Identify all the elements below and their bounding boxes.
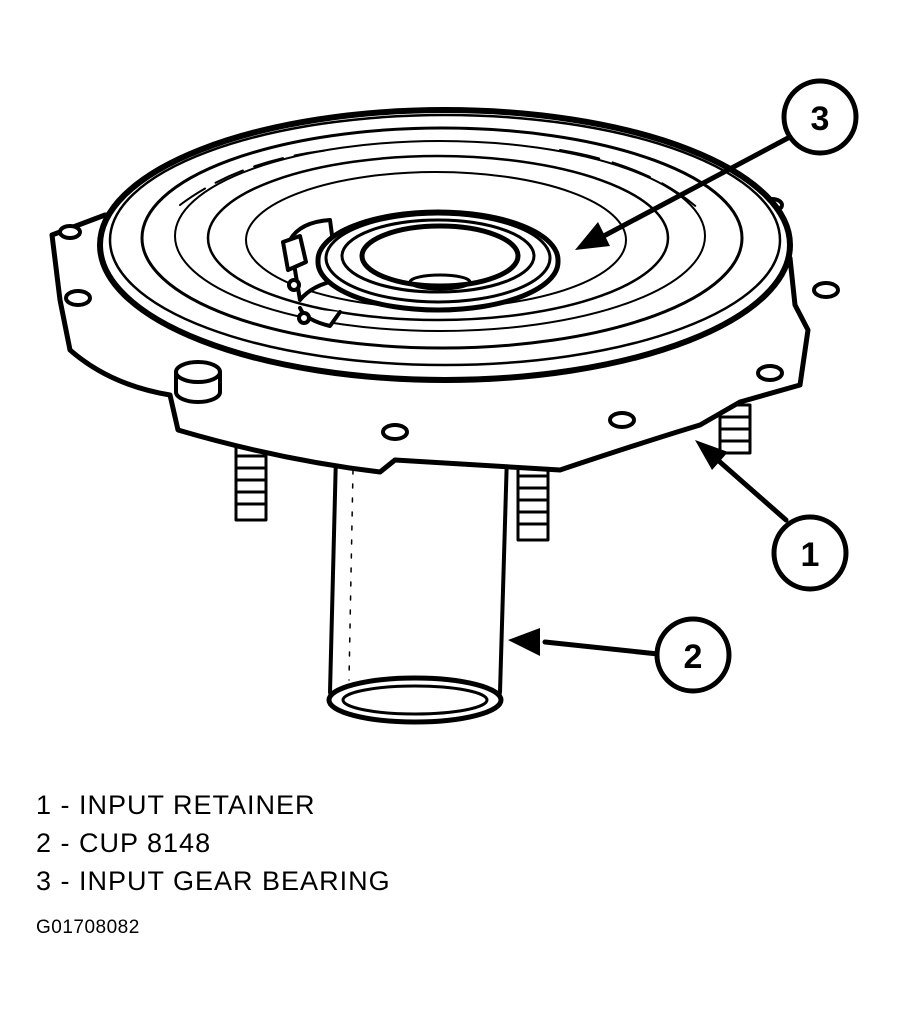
callout-2: 2 xyxy=(654,616,732,694)
callout-1: 1 xyxy=(771,514,849,592)
dowel-pin xyxy=(174,360,222,404)
svg-text:1: 1 xyxy=(801,536,820,574)
legend-list: 1 - INPUT RETAINER 2 - CUP 8148 3 - INPU… xyxy=(36,786,391,900)
diagram-illustration: 1 2 3 xyxy=(49,78,859,725)
cup-8148 xyxy=(326,453,509,725)
figure-code: G01708082 xyxy=(36,917,140,938)
callout-3: 3 xyxy=(781,78,859,156)
legend-item-1: 1 - INPUT RETAINER xyxy=(36,790,316,820)
svg-text:2: 2 xyxy=(684,638,703,676)
arrow-2 xyxy=(542,639,661,657)
input-gear-bearing xyxy=(315,209,561,313)
arrow-3 xyxy=(597,135,791,241)
legend-item-2: 2 - CUP 8148 xyxy=(36,828,212,858)
svg-text:3: 3 xyxy=(811,100,830,138)
leader-arrows xyxy=(542,135,791,657)
arrow-heads xyxy=(508,222,728,656)
arrow-1 xyxy=(709,452,789,523)
legend-item-3: 3 - INPUT GEAR BEARING xyxy=(36,866,391,896)
